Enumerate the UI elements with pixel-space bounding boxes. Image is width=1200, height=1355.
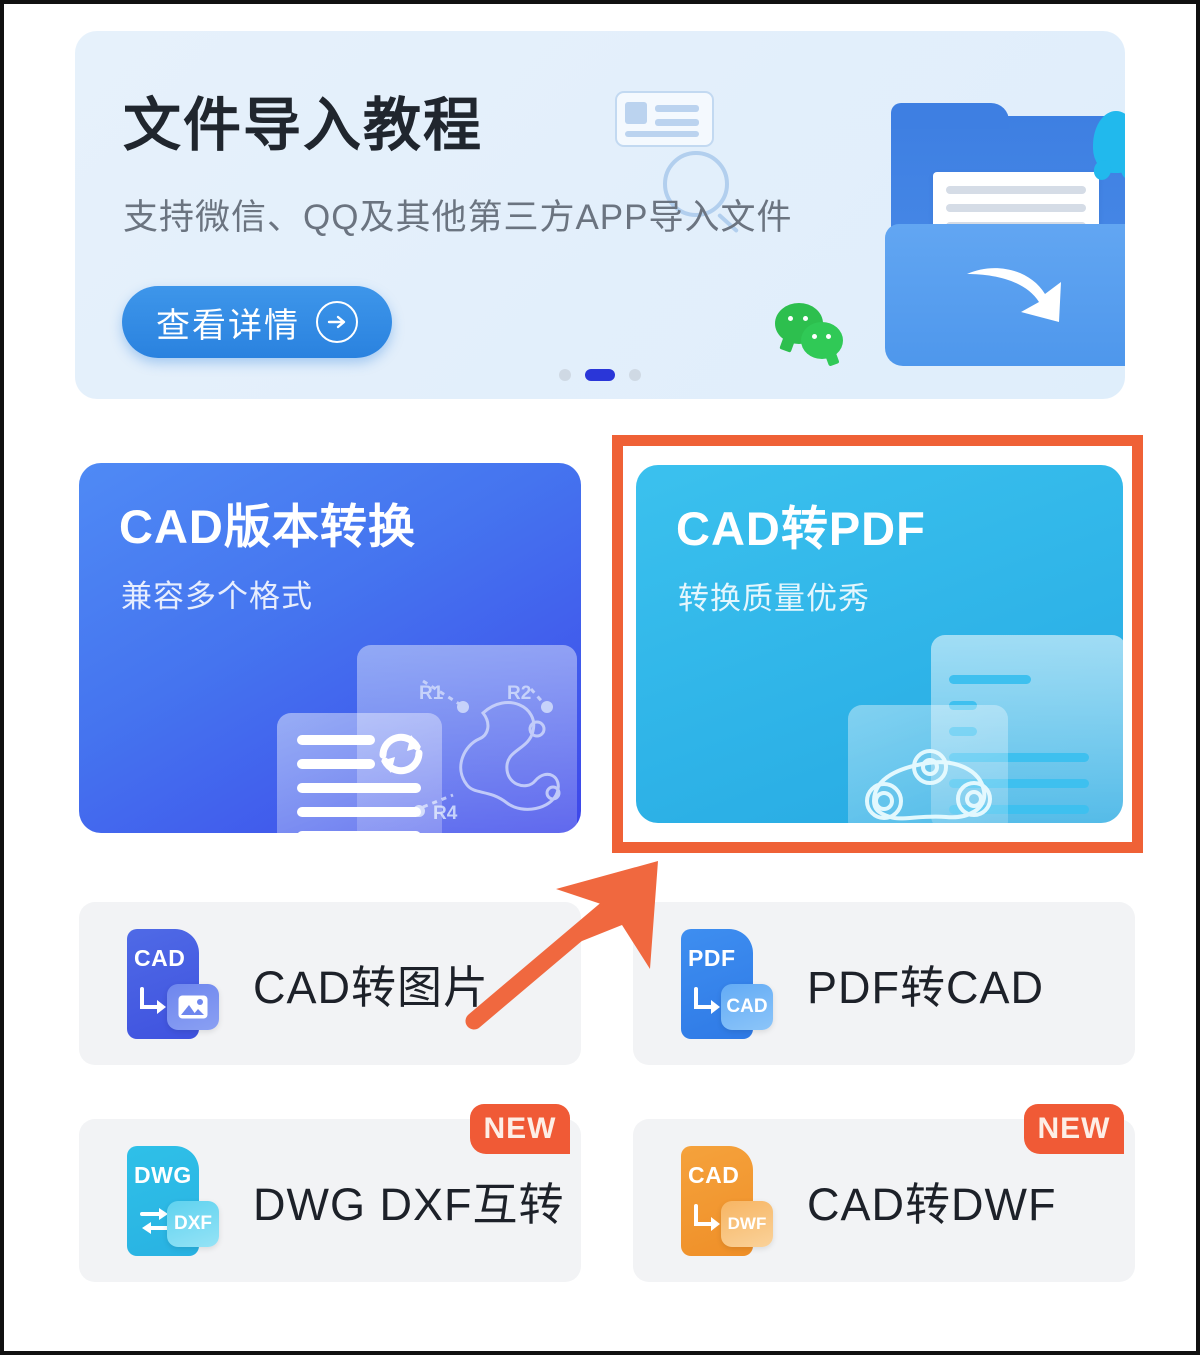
arrow-right-circle-icon (316, 301, 358, 343)
tool-item-cad-to-image[interactable]: CAD CAD转图片 (79, 902, 581, 1065)
app-screen: 文件导入教程 支持微信、QQ及其他第三方APP导入文件 查看详情 (4, 4, 1196, 1351)
banner-subtitle: 支持微信、QQ及其他第三方APP导入文件 (123, 198, 793, 237)
tool-item-label: CAD转DWF (807, 1179, 1057, 1230)
file-type-label: DWG (134, 1161, 192, 1188)
feature-card-title: CAD版本转换 (119, 500, 416, 553)
cad-label-r1: R1 (419, 683, 444, 704)
swap-arrows-icon (140, 1207, 170, 1234)
image-chip (167, 983, 219, 1030)
cad-to-image-icon: CAD (127, 928, 219, 1039)
feature-card-cad-to-pdf[interactable]: CAD转PDF 转换质量优秀 (636, 465, 1123, 823)
tool-item-label: DWG DXF互转 (253, 1179, 565, 1230)
cad-label-r4: R4 (433, 803, 458, 824)
folder-with-arrow-illustration (885, 103, 1125, 366)
magnifier-icon (663, 151, 729, 217)
pdf-page-icon (931, 635, 1123, 823)
document-refresh-icon (277, 713, 442, 833)
feature-card-subtitle: 转换质量优秀 (678, 581, 870, 616)
carousel-dots[interactable] (75, 369, 1125, 381)
dxf-chip: DXF (167, 1200, 219, 1247)
document-card-icon (615, 91, 714, 147)
view-details-label: 查看详情 (156, 306, 300, 345)
tool-item-label: CAD转图片 (253, 962, 490, 1013)
carousel-dot-1[interactable] (559, 369, 571, 381)
qq-penguin-icon (1093, 111, 1125, 173)
feature-card-title: CAD转PDF (676, 502, 926, 555)
tool-item-label: PDF转CAD (807, 962, 1045, 1013)
new-badge-cad-dwf: NEW (1024, 1104, 1124, 1154)
carousel-dot-2-active[interactable] (585, 369, 615, 381)
new-badge-dwg-dxf: NEW (470, 1104, 570, 1154)
image-icon (178, 995, 208, 1018)
elbow-arrow-icon (694, 1203, 720, 1231)
view-details-button[interactable]: 查看详情 (122, 286, 392, 358)
dwg-dxf-swap-icon: DWG DXF (127, 1145, 219, 1256)
tool-item-pdf-to-cad[interactable]: PDF CAD PDF转CAD (633, 902, 1135, 1065)
cad-part-drawing-icon (848, 705, 1008, 823)
dwf-chip: DWF (721, 1200, 773, 1247)
feature-card-cad-version-convert[interactable]: R1 R2 R4 CAD版本转换 兼容多个格式 (79, 463, 581, 833)
tutorial-banner[interactable]: 文件导入教程 支持微信、QQ及其他第三方APP导入文件 查看详情 (75, 31, 1125, 399)
elbow-arrow-icon (140, 986, 166, 1014)
elbow-arrow-icon (694, 986, 720, 1014)
pdf-to-cad-icon: PDF CAD (681, 928, 773, 1039)
cad-label-r2: R2 (507, 683, 531, 704)
feature-card-subtitle: 兼容多个格式 (121, 579, 313, 614)
carousel-dot-3[interactable] (629, 369, 641, 381)
wechat-logo-icon (775, 303, 849, 365)
cad-to-dwf-icon: CAD DWF (681, 1145, 773, 1256)
file-type-label: CAD (688, 1161, 740, 1188)
banner-title: 文件导入教程 (123, 93, 484, 158)
file-type-label: PDF (688, 944, 736, 971)
cad-chip: CAD (721, 983, 773, 1030)
file-type-label: CAD (134, 944, 186, 971)
